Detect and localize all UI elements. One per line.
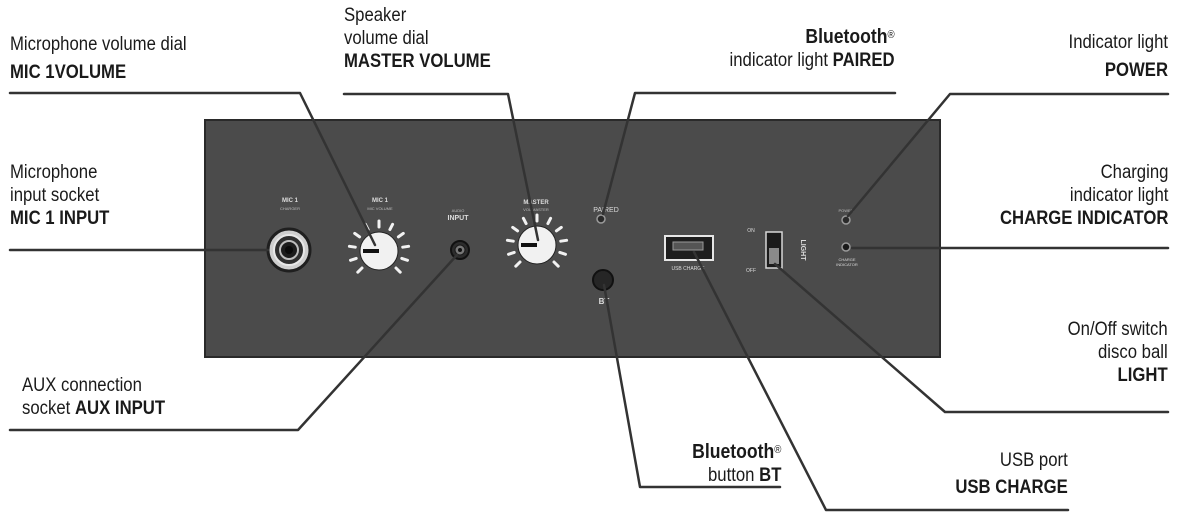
dial-tick <box>394 266 402 274</box>
aux-name: AUX INPUT <box>74 398 166 419</box>
light-switch <box>765 231 783 269</box>
panel-paired-label: PAIRED <box>593 207 619 214</box>
charge-indicator-led <box>841 242 851 252</box>
dial-tick <box>347 244 357 249</box>
dial-tick <box>356 266 364 274</box>
speaker-volume-desc1: Speaker <box>344 5 407 26</box>
label-usb: USB port USB CHARGE <box>956 449 1068 499</box>
usb-name: USB CHARGE <box>955 477 1068 498</box>
panel-charge-ind2: INDICATOR <box>836 262 858 267</box>
dial-tick <box>349 256 358 262</box>
label-speaker-volume: Speaker volume dial MASTER VOLUME <box>344 4 491 73</box>
panel-mic1-label: MIC 1 <box>282 198 299 204</box>
panel-mic1vol-label: MIC 1 <box>372 198 389 204</box>
dial-tick <box>388 222 395 232</box>
panel-input-label: INPUT <box>448 215 470 222</box>
leader-power <box>846 92 1170 218</box>
usb-desc: USB port <box>1000 450 1068 471</box>
mic-volume-name: MIC 1VOLUME <box>10 62 127 83</box>
mic-input-name: MIC 1 INPUT <box>10 208 110 229</box>
aux-desc1: AUX connection <box>22 375 142 396</box>
speaker-volume-name: MASTER VOLUME <box>344 51 491 72</box>
bt-paired-reg: ® <box>887 29 895 41</box>
dial-tick <box>511 225 520 233</box>
control-panel <box>204 119 941 358</box>
dial-tick <box>396 231 405 239</box>
panel-charge-ind1: CHARGE <box>838 257 855 262</box>
aux-desc2: socket <box>22 398 71 419</box>
panel-light-label: LIGHT <box>799 240 806 262</box>
bt-button-reg: ® <box>773 444 781 456</box>
panel-aux-small: AUDIO <box>452 208 465 213</box>
leader-bt-paired <box>601 91 897 216</box>
mic-input-desc1: Microphone <box>10 162 98 183</box>
charge-name: CHARGE INDICATOR <box>999 208 1168 229</box>
dial-tick <box>401 244 411 249</box>
dial-tick <box>507 250 516 256</box>
dial-tick <box>559 238 569 243</box>
speaker-volume-desc2: volume dial <box>344 28 429 49</box>
panel-mic1vol-sub: MIC VOLUME <box>367 206 393 211</box>
leader-speaker-volume <box>342 92 540 242</box>
label-light-switch: On/Off switch disco ball LIGHT <box>1068 318 1168 387</box>
label-charge: Charging indicator light CHARGE INDICATO… <box>1000 161 1168 230</box>
leader-usb <box>692 250 1070 512</box>
bt-button-desc: button <box>707 465 755 486</box>
charge-desc2: indicator light <box>1069 185 1168 206</box>
bt-paired-title: Bluetooth <box>805 26 888 48</box>
dial-tick <box>546 216 553 226</box>
dial-tick <box>554 225 563 233</box>
light-switch-desc1: On/Off switch <box>1067 319 1168 340</box>
dial-tick <box>521 216 528 226</box>
charge-desc1: Charging <box>1100 162 1168 183</box>
panel-master-sub: VOL MASTER <box>523 207 549 212</box>
light-switch-desc2: disco ball <box>1098 342 1168 363</box>
bt-paired-desc: indicator light <box>729 50 829 71</box>
panel-off-label: OFF <box>746 268 756 274</box>
label-mic-input: Microphone input socket MIC 1 INPUT <box>10 161 109 230</box>
mic-input-socket <box>266 227 312 273</box>
master-volume-dial <box>505 213 569 268</box>
power-desc: Indicator light <box>1068 32 1168 53</box>
aux-input-socket <box>450 240 470 260</box>
dial-tick <box>558 250 567 256</box>
panel-master-label: MASTER <box>523 200 549 206</box>
bt-button-name: BT <box>758 465 781 486</box>
power-name: POWER <box>1104 60 1168 81</box>
bt-button-title: Bluetooth <box>691 441 774 463</box>
panel-mic1-sub: CHARGER <box>280 206 300 211</box>
dial-tick <box>505 238 515 243</box>
dial-tick <box>552 260 560 268</box>
label-bt-button: Bluetooth® button BT <box>692 441 781 487</box>
panel-power-small: POWER <box>838 208 853 213</box>
dial-tick <box>514 260 522 268</box>
panel-on-label: ON <box>747 228 755 234</box>
dial-tick <box>400 256 409 262</box>
power-indicator-led <box>841 215 851 225</box>
panel-usb-label: USB CHARGE <box>671 266 705 272</box>
bt-paired-name: PAIRED <box>833 50 895 71</box>
leader-aux <box>8 253 459 432</box>
leader-mic-volume <box>8 91 377 247</box>
panel-bt-label: BT <box>599 297 610 306</box>
mic-volume-dial <box>347 219 411 274</box>
dial-tick <box>353 231 362 239</box>
label-mic-volume: Microphone volume dial MIC 1VOLUME <box>10 33 187 84</box>
label-aux: AUX connection socket AUX INPUT <box>22 374 165 420</box>
label-power: Indicator light POWER <box>1069 31 1168 82</box>
leader-bt-button <box>602 283 782 489</box>
leader-light <box>773 262 1170 414</box>
label-bt-paired: Bluetooth® indicator light PAIRED <box>730 26 895 72</box>
mic-input-desc2: input socket <box>10 185 100 206</box>
light-switch-name: LIGHT <box>1117 365 1168 386</box>
bt-button <box>592 269 614 291</box>
mic-volume-desc: Microphone volume dial <box>10 34 187 55</box>
paired-indicator-led <box>596 214 606 224</box>
